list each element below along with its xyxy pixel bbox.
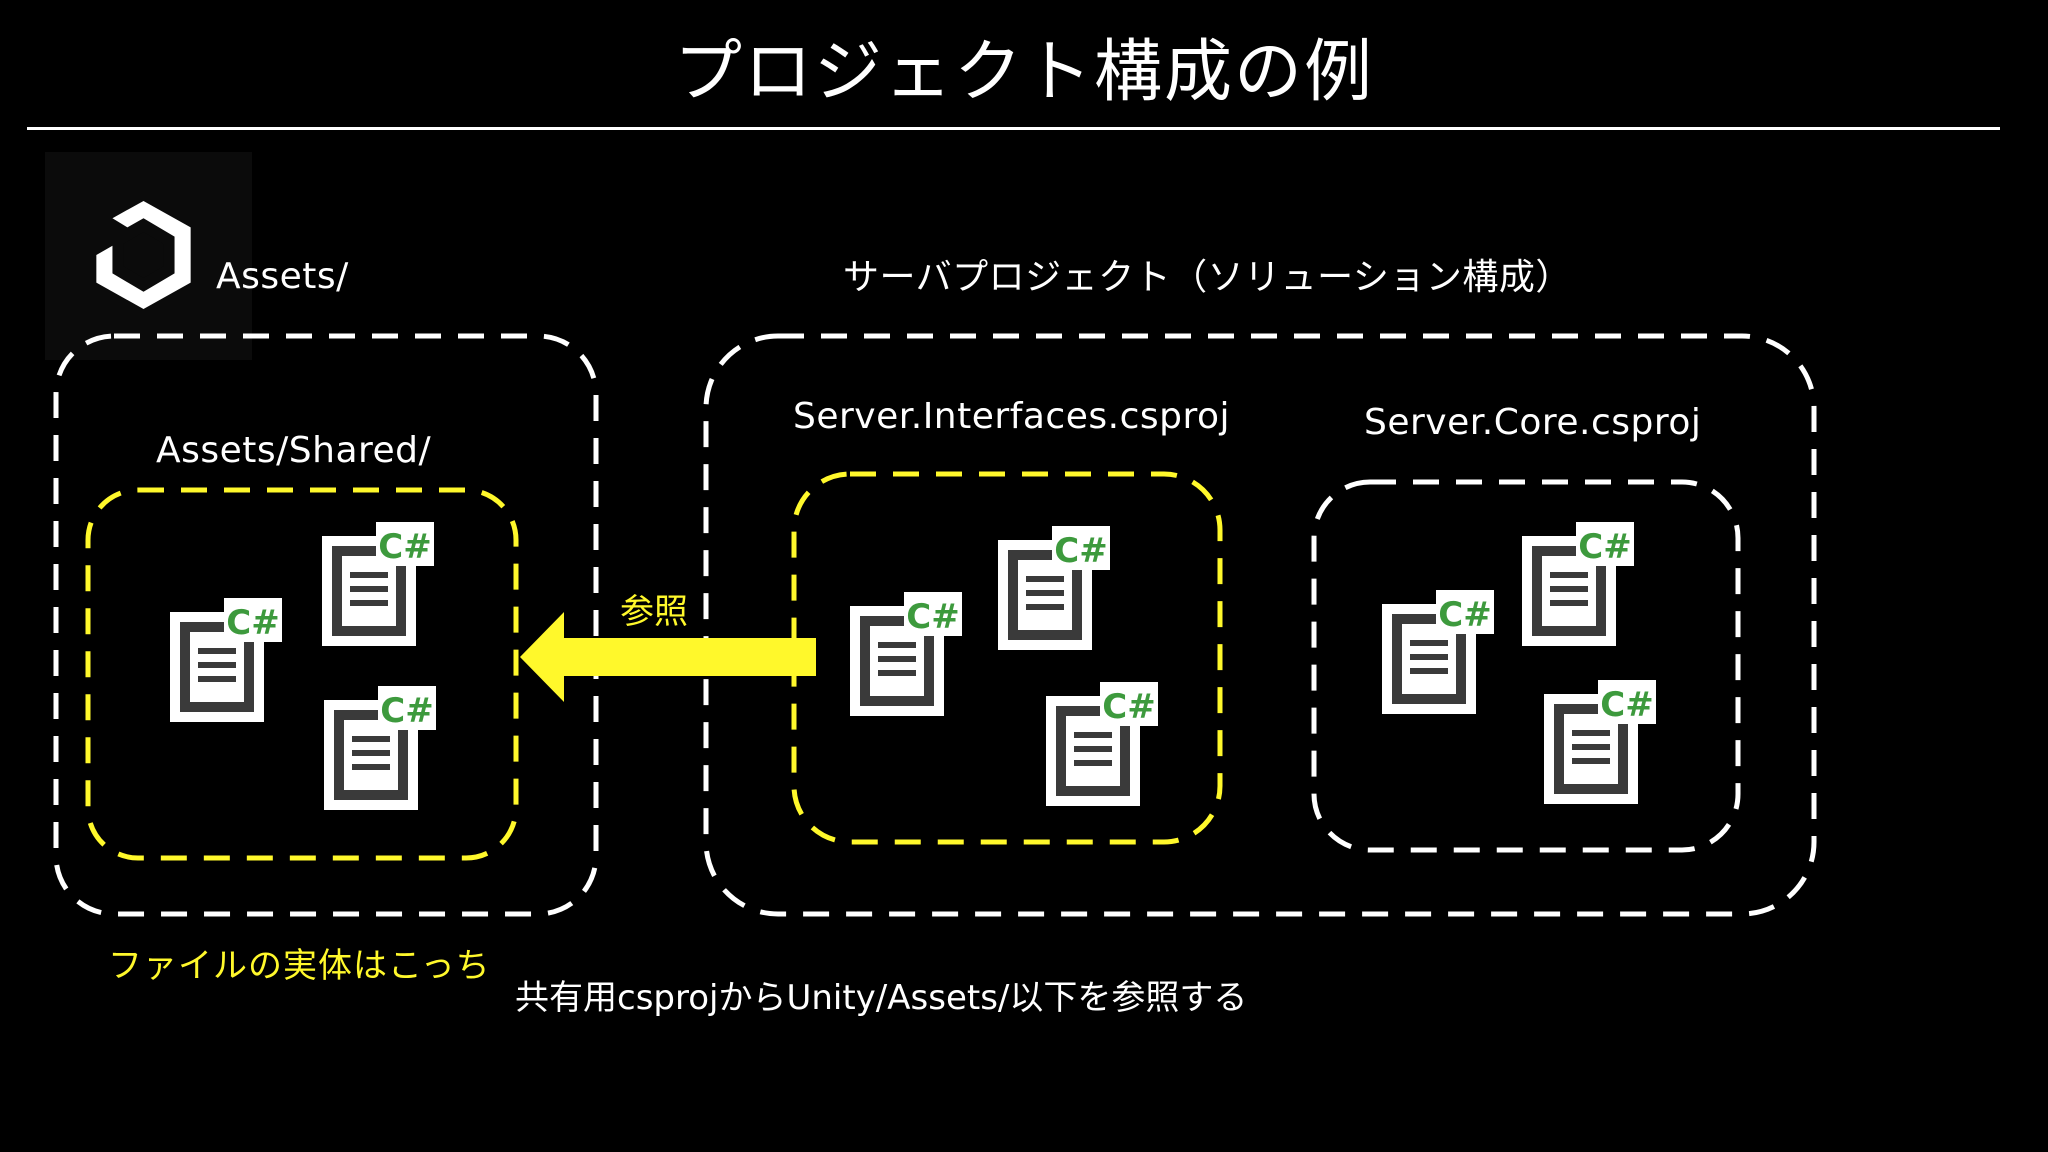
server-interfaces-box (791, 471, 1223, 845)
csharp-file-icon: C# (1382, 590, 1494, 714)
shared-folder-box (85, 487, 519, 861)
csharp-file-icon: C# (322, 522, 434, 646)
csharp-badge-text: C# (378, 527, 431, 567)
unity-logo-icon (96, 200, 191, 310)
shared-label: Assets/Shared/ (156, 430, 432, 471)
server-solution-box (703, 333, 1817, 917)
server-interfaces-label: Server.Interfaces.csproj (793, 396, 1231, 437)
shared-csproj-note: 共有用csprojからUnity/Assets/以下を参照する (515, 978, 1248, 1018)
csharp-badge-text: C# (1102, 687, 1155, 727)
csharp-file-icon: C# (1522, 522, 1634, 646)
assets-label: Assets/ (216, 256, 349, 297)
server-core-label: Server.Core.csproj (1364, 402, 1702, 443)
csharp-badge-text: C# (1054, 531, 1107, 571)
reference-label: 参照 (620, 592, 688, 632)
server-core-box (1311, 479, 1741, 853)
slide-title: プロジェクト構成の例 (673, 33, 1374, 112)
csharp-file-icon: C# (170, 598, 282, 722)
csharp-badge-text: C# (1438, 595, 1491, 635)
csharp-file-icon: C# (324, 686, 436, 810)
csharp-badge-text: C# (906, 597, 959, 637)
csharp-badge-text: C# (226, 603, 279, 643)
files-here-note: ファイルの実体はこっち (108, 946, 491, 986)
csharp-file-icon: C# (850, 592, 962, 716)
csharp-badge-text: C# (380, 691, 433, 731)
server-solution-label: サーバプロジェクト（ソリューション構成） (843, 257, 1572, 298)
csharp-badge-text: C# (1600, 685, 1653, 725)
unity-assets-box (53, 333, 599, 917)
csharp-file-icon: C# (1046, 682, 1158, 806)
title-divider (27, 127, 2000, 130)
csharp-file-icon: C# (1544, 680, 1656, 804)
csharp-badge-text: C# (1578, 527, 1631, 567)
reference-arrow (520, 612, 816, 702)
csharp-file-icon: C# (998, 526, 1110, 650)
